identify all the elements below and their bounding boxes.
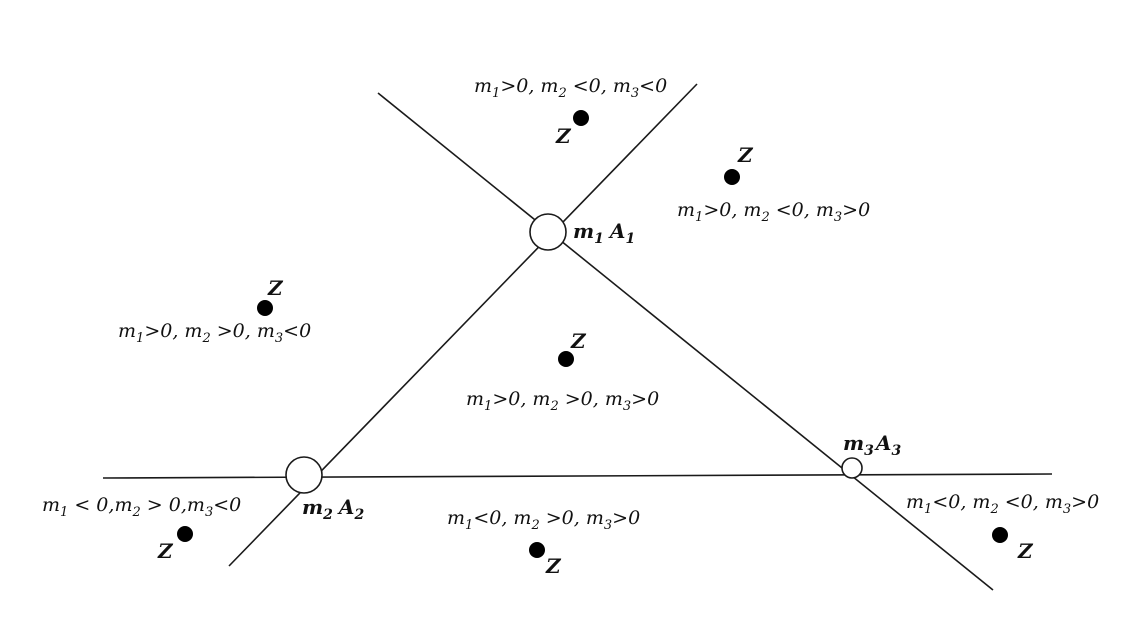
vertex-a2 xyxy=(285,456,323,494)
line-a1-a3 xyxy=(377,92,994,591)
region-label-bottom-right: m1<0, m2 <0, m3>0 xyxy=(906,491,1099,517)
z-label-bottom-left: Z xyxy=(157,539,174,563)
z-label-top: Z xyxy=(555,124,572,148)
line-a2-a3 xyxy=(102,473,1053,479)
region-label-top: m1>0, m2 <0, m3<0 xyxy=(474,75,667,101)
point-z-center xyxy=(558,351,574,367)
point-z-bottom xyxy=(529,542,545,558)
region-label-top-right: m1>0, m2 <0, m3>0 xyxy=(677,199,870,225)
point-z-bottom-left xyxy=(177,526,193,542)
z-label-bottom: Z xyxy=(545,554,562,578)
vertex-a3 xyxy=(841,457,863,479)
point-z-top xyxy=(573,110,589,126)
vertex-a1 xyxy=(529,213,567,251)
z-label-left: Z xyxy=(267,276,284,300)
point-z-bottom-right xyxy=(992,527,1008,543)
z-label-center: Z xyxy=(570,329,587,353)
point-z-left xyxy=(257,300,273,316)
z-label-top-right: Z xyxy=(737,143,754,167)
region-label-bottom: m1<0, m2 >0, m3>0 xyxy=(447,507,640,533)
region-label-bottom-left: m1 < 0,m2 > 0,m3<0 xyxy=(42,494,241,520)
region-label-left: m1>0, m2 >0, m3<0 xyxy=(118,320,311,346)
point-z-top-right xyxy=(724,169,740,185)
z-label-bottom-right: Z xyxy=(1017,539,1034,563)
region-label-center: m1>0, m2 >0, m3>0 xyxy=(466,388,659,414)
